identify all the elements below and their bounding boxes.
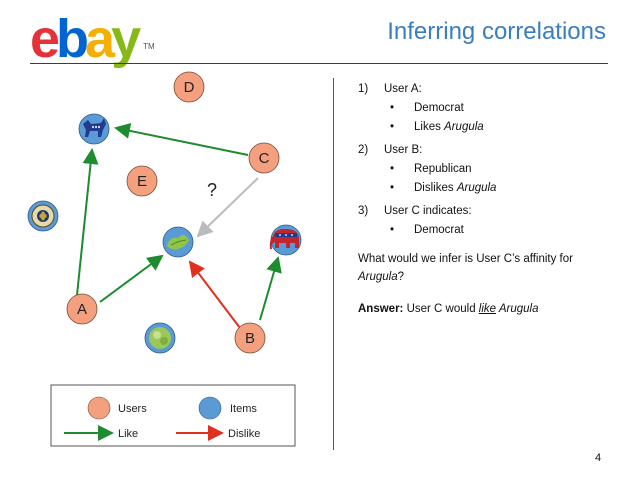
legend-dislike-label: Dislike — [228, 428, 260, 440]
edge-a-democrat-like — [76, 148, 99, 296]
republican-elephant-icon — [269, 224, 302, 256]
fact-user-b: 2)User B: — [358, 144, 423, 156]
user-label-b: B — [245, 330, 255, 347]
legend-users-label: Users — [118, 403, 147, 415]
column-divider — [333, 78, 334, 450]
edge-a-arugula-like — [99, 254, 164, 303]
edge-c-arugula-inferred — [196, 177, 259, 238]
fact-user-c: 3)User C indicates: — [358, 205, 472, 217]
legend-like-label: Like — [118, 428, 138, 440]
user-label-c: C — [259, 150, 270, 167]
logo-letter-a: a — [85, 9, 115, 69]
title-divider — [30, 63, 608, 64]
user-node-c: C — [248, 142, 280, 174]
user-label-a: A — [77, 301, 87, 318]
user-node-e: E — [126, 165, 158, 197]
arugula-icon — [162, 226, 194, 258]
inference-answer: Answer: User C would like Arugula — [358, 303, 539, 315]
user-label-e: E — [137, 173, 147, 190]
fact-user-c-bullet-1: •Democrat — [390, 224, 464, 236]
lettuce-icon — [144, 322, 176, 354]
fact-user-a: 1)User A: — [358, 83, 422, 95]
edge-b-republican-like — [259, 256, 282, 321]
user-node-d: D — [173, 71, 205, 103]
slide-title: Inferring correlations — [387, 18, 606, 45]
legend-item-swatch — [198, 396, 222, 420]
facts-panel: 1)User A: •Democrat •Likes Arugula 2)Use… — [358, 80, 618, 319]
user-node-a: A — [66, 293, 98, 325]
edge-c-democrat-like — [114, 122, 249, 156]
user-label-d: D — [184, 79, 195, 96]
legend-items-label: Items — [230, 403, 257, 415]
user-node-b: B — [234, 322, 266, 354]
edge-b-arugula-dislike — [188, 260, 241, 329]
logo-letter-b: b — [56, 9, 89, 69]
logo-letter-y: y — [111, 9, 141, 69]
democrat-donkey-icon — [78, 113, 110, 145]
page-number: 4 — [595, 452, 602, 464]
legend: Users Items Like Dislike — [50, 384, 296, 447]
inference-question-mark: ? — [207, 180, 217, 200]
logo-letter-e: e — [30, 9, 60, 69]
inference-question: What would we infer is User C’s affinity… — [358, 253, 573, 283]
seal-icon — [27, 200, 59, 232]
fact-user-b-bullet-2: •Dislikes Arugula — [390, 182, 497, 194]
logo-trademark: TM — [143, 42, 155, 51]
fact-user-a-bullet-1: •Democrat — [390, 102, 464, 114]
fact-user-b-bullet-1: •Republican — [390, 163, 472, 175]
fact-user-a-bullet-2: •Likes Arugula — [390, 121, 484, 133]
legend-user-swatch — [87, 396, 111, 420]
